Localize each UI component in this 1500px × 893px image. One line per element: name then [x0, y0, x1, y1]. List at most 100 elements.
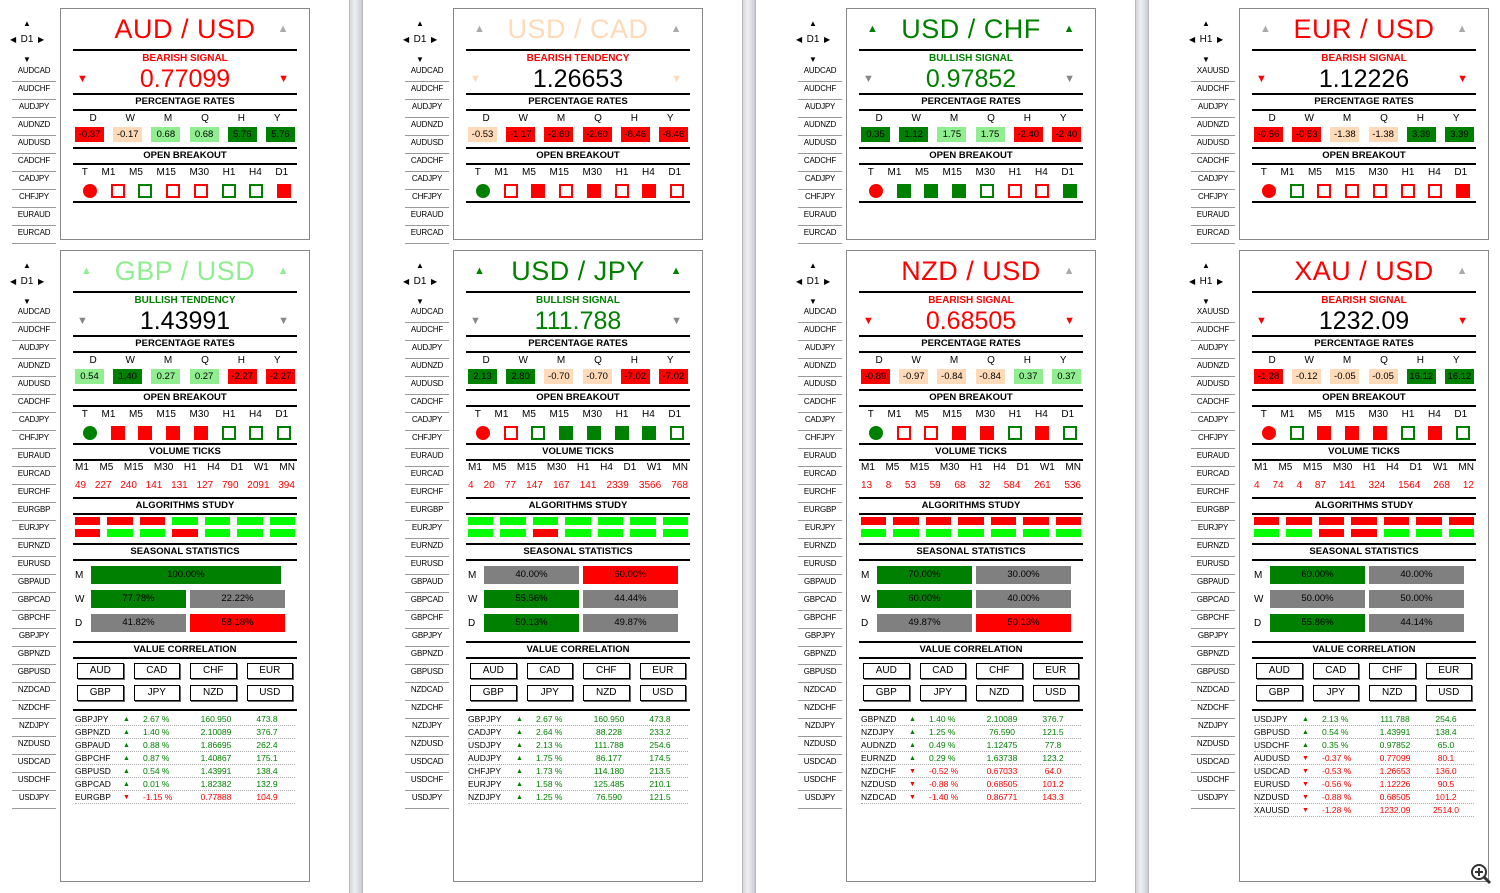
symbol-button[interactable]: GBPUSD — [798, 665, 842, 683]
symbol-button[interactable]: CADJPY — [798, 413, 842, 431]
symbol-button[interactable]: GBPCAD — [405, 593, 449, 611]
arrow-left-icon[interactable]: ◀ — [403, 35, 410, 44]
symbol-button[interactable]: GBPCHF — [12, 611, 56, 629]
symbol-button[interactable]: CADCHF — [12, 154, 56, 172]
symbol-button[interactable]: EURGBP — [798, 503, 842, 521]
symbol-button[interactable]: NZDCHF — [12, 701, 56, 719]
symbol-button[interactable]: CHFJPY — [798, 431, 842, 449]
symbol-button[interactable]: EURAUD — [1191, 208, 1235, 226]
symbol-button[interactable]: AUDCHF — [1191, 323, 1235, 341]
symbol-button[interactable]: CADCHF — [12, 395, 56, 413]
arrow-up-icon[interactable]: ▲ — [1202, 261, 1210, 270]
symbol-button[interactable]: GBPNZD — [798, 647, 842, 665]
symbol-button[interactable]: GBPJPY — [798, 629, 842, 647]
currency-button[interactable]: USD — [639, 685, 686, 701]
symbol-button[interactable]: EURCHF — [798, 485, 842, 503]
symbol-button[interactable]: AUDJPY — [12, 100, 56, 118]
arrow-down-icon[interactable]: ▼ — [416, 297, 424, 306]
currency-button[interactable]: AUD — [863, 663, 910, 679]
symbol-button[interactable]: USDCHF — [1191, 773, 1235, 791]
symbol-button[interactable]: EURAUD — [798, 208, 842, 226]
symbol-button[interactable]: CHFJPY — [798, 190, 842, 208]
currency-button[interactable]: AUD — [470, 663, 517, 679]
window-separator[interactable] — [742, 0, 756, 893]
symbol-button[interactable]: GBPAUD — [798, 575, 842, 593]
arrow-down-icon[interactable]: ▼ — [1202, 297, 1210, 306]
symbol-button[interactable]: EURNZD — [798, 539, 842, 557]
arrow-left-icon[interactable]: ◀ — [10, 277, 17, 286]
symbol-button[interactable]: USDCHF — [12, 773, 56, 791]
symbol-button[interactable]: GBPAUD — [12, 575, 56, 593]
symbol-button[interactable]: CADCHF — [798, 154, 842, 172]
symbol-button[interactable]: USDCAD — [12, 755, 56, 773]
arrow-right-icon[interactable]: ▶ — [824, 35, 831, 44]
symbol-button[interactable]: USDCAD — [798, 755, 842, 773]
symbol-button[interactable]: NZDJPY — [798, 719, 842, 737]
currency-button[interactable]: CAD — [1312, 663, 1359, 679]
currency-button[interactable]: JPY — [919, 685, 966, 701]
arrow-right-icon[interactable]: ▶ — [431, 35, 438, 44]
currency-button[interactable]: NZD — [583, 685, 630, 701]
symbol-button[interactable]: CHFJPY — [1191, 190, 1235, 208]
symbol-button[interactable]: GBPCAD — [798, 593, 842, 611]
currency-button[interactable]: JPY — [1312, 685, 1359, 701]
symbol-button[interactable]: USDCHF — [798, 773, 842, 791]
symbol-button[interactable]: AUDJPY — [405, 341, 449, 359]
symbol-button[interactable]: EURAUD — [405, 208, 449, 226]
currency-button[interactable]: GBP — [77, 685, 124, 701]
arrow-up-icon[interactable]: ▲ — [416, 19, 424, 28]
symbol-button[interactable]: AUDUSD — [798, 136, 842, 154]
symbol-button[interactable]: EURJPY — [12, 521, 56, 539]
symbol-button[interactable]: AUDCHF — [798, 323, 842, 341]
symbol-button[interactable]: AUDCHF — [12, 82, 56, 100]
symbol-button[interactable]: EURAUD — [405, 449, 449, 467]
symbol-button[interactable]: AUDUSD — [405, 377, 449, 395]
symbol-button[interactable]: GBPJPY — [405, 629, 449, 647]
symbol-button[interactable]: AUDJPY — [12, 341, 56, 359]
currency-button[interactable]: AUD — [1256, 663, 1303, 679]
symbol-button[interactable]: EURAUD — [1191, 449, 1235, 467]
symbol-button[interactable]: EURCAD — [1191, 467, 1235, 485]
timeframe-control[interactable]: ▲▼◀▶D1 — [403, 262, 439, 312]
symbol-button[interactable]: NZDCAD — [405, 683, 449, 701]
currency-button[interactable]: NZD — [190, 685, 237, 701]
symbol-button[interactable]: AUDUSD — [12, 377, 56, 395]
timeframe-control[interactable]: ▲▼◀▶H1 — [1189, 20, 1225, 70]
symbol-button[interactable]: EURCAD — [405, 467, 449, 485]
symbol-button[interactable]: NZDUSD — [1191, 737, 1235, 755]
currency-button[interactable]: CAD — [919, 663, 966, 679]
currency-button[interactable]: NZD — [976, 685, 1023, 701]
symbol-button[interactable]: GBPJPY — [1191, 629, 1235, 647]
currency-button[interactable]: GBP — [1256, 685, 1303, 701]
symbol-button[interactable]: GBPNZD — [405, 647, 449, 665]
symbol-button[interactable]: EURNZD — [12, 539, 56, 557]
symbol-button[interactable]: EURJPY — [798, 521, 842, 539]
arrow-right-icon[interactable]: ▶ — [824, 277, 831, 286]
arrow-right-icon[interactable]: ▶ — [1217, 277, 1224, 286]
symbol-button[interactable]: AUDCAD — [12, 64, 56, 82]
currency-button[interactable]: CHF — [190, 663, 237, 679]
currency-button[interactable]: EUR — [246, 663, 293, 679]
symbol-button[interactable]: CHFJPY — [405, 431, 449, 449]
symbol-button[interactable]: NZDCHF — [405, 701, 449, 719]
symbol-button[interactable]: AUDCHF — [12, 323, 56, 341]
symbol-button[interactable]: EURCAD — [1191, 226, 1235, 244]
symbol-button[interactable]: CADJPY — [12, 172, 56, 190]
symbol-button[interactable]: GBPUSD — [1191, 665, 1235, 683]
symbol-button[interactable]: EURUSD — [798, 557, 842, 575]
symbol-button[interactable]: EURCHF — [12, 485, 56, 503]
symbol-button[interactable]: AUDUSD — [405, 136, 449, 154]
currency-button[interactable]: JPY — [133, 685, 180, 701]
symbol-button[interactable]: EURCHF — [1191, 485, 1235, 503]
symbol-button[interactable]: AUDJPY — [1191, 100, 1235, 118]
arrow-up-icon[interactable]: ▲ — [809, 19, 817, 28]
symbol-button[interactable]: NZDUSD — [12, 737, 56, 755]
symbol-button[interactable]: USDJPY — [798, 791, 842, 809]
currency-button[interactable]: NZD — [1369, 685, 1416, 701]
arrow-right-icon[interactable]: ▶ — [38, 277, 45, 286]
arrow-left-icon[interactable]: ◀ — [1189, 277, 1196, 286]
symbol-button[interactable]: GBPJPY — [12, 629, 56, 647]
symbol-button[interactable]: AUDNZD — [12, 118, 56, 136]
symbol-button[interactable]: USDCHF — [405, 773, 449, 791]
symbol-button[interactable]: AUDCAD — [798, 305, 842, 323]
